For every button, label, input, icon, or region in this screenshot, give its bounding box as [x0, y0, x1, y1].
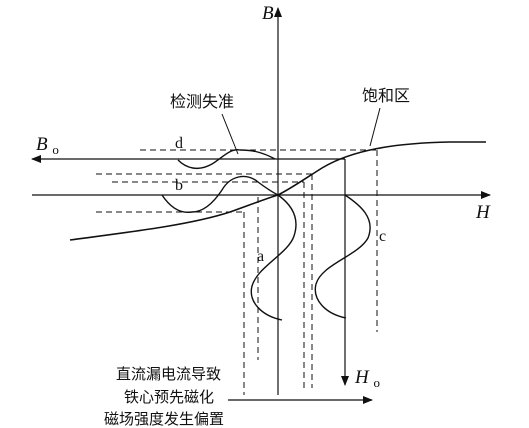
waveform-label-c: c	[379, 228, 386, 245]
waveform-label-d: d	[175, 135, 183, 152]
waveform-c	[314, 194, 371, 319]
dashed-projection-lines	[96, 149, 378, 395]
waveform-label-a: a	[257, 248, 264, 265]
saturation-region-label: 饱和区	[362, 86, 410, 105]
h0-label: H o	[354, 367, 380, 390]
waveform-d	[177, 149, 276, 170]
b-axis-label: B	[262, 3, 274, 24]
detection-error-leader	[221, 113, 239, 155]
b0-label: B o	[36, 134, 59, 157]
h-axis-label: H	[475, 202, 491, 223]
bias-text-line2: 铁心预先磁化	[124, 388, 214, 406]
detection-error-label: 检测失准	[170, 92, 234, 111]
waveform-b	[161, 175, 279, 214]
b0-label-main: B	[36, 134, 48, 155]
waveform-label-b: b	[175, 177, 183, 194]
h0-label-main: H	[354, 367, 370, 388]
saturation-leader	[369, 107, 381, 147]
bias-text-line3: 磁场强度发生偏置	[104, 410, 224, 428]
bias-text-line1: 直流漏电流导致	[116, 365, 221, 383]
b0-label-sub: o	[52, 142, 59, 157]
h0-label-sub: o	[373, 375, 380, 390]
waveform-a	[250, 194, 297, 321]
